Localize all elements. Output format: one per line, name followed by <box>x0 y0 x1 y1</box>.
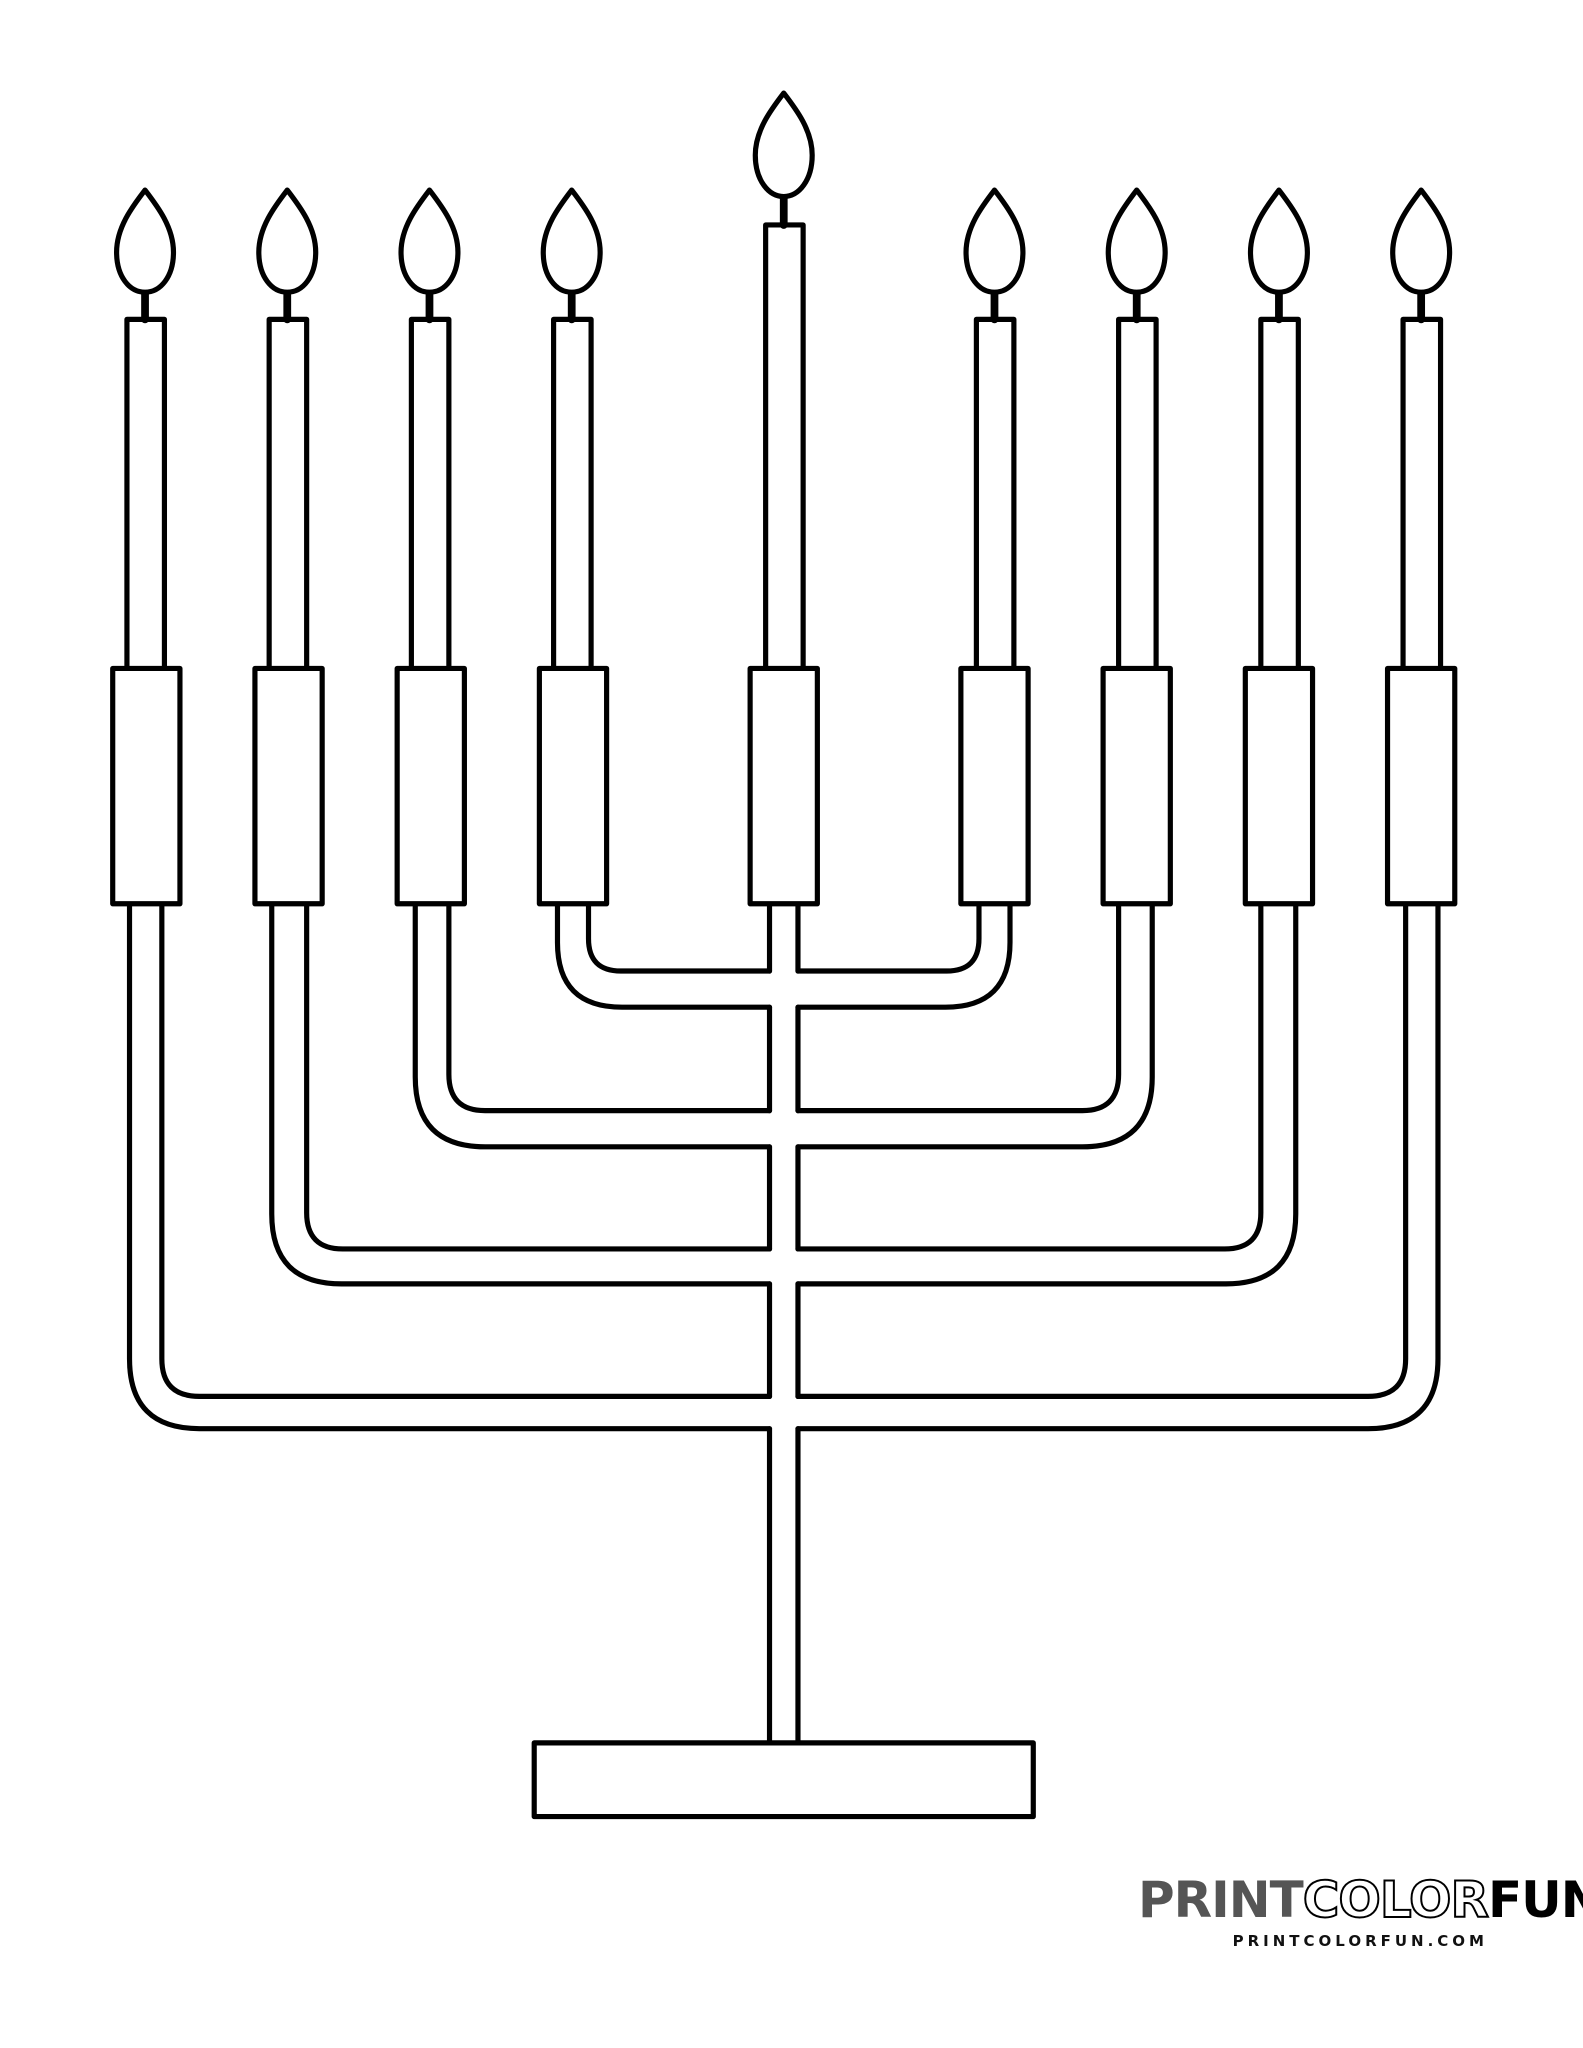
candle-holder-icon <box>1242 665 1316 907</box>
candle-holder-icon <box>394 665 467 907</box>
menorah-arms-right <box>795 902 1441 1432</box>
candle-holder-icon <box>536 665 610 907</box>
candles <box>124 222 1444 672</box>
candle-icon <box>551 316 594 672</box>
flame-icon <box>540 187 603 295</box>
menorah-stem <box>766 902 801 1746</box>
candle-icon <box>266 316 310 672</box>
flame-icon <box>963 187 1026 295</box>
flame-icon <box>1390 187 1453 295</box>
candle-holder-icon <box>958 665 1031 907</box>
menorah-arms-left <box>126 902 773 1432</box>
candle-holder-icon <box>1384 665 1458 907</box>
candle-icon <box>1116 316 1159 672</box>
candle-icon <box>1400 316 1444 672</box>
candle-icon <box>408 316 452 672</box>
flame-icon <box>1105 187 1168 295</box>
candle-icon <box>124 316 168 672</box>
menorah-base <box>531 1740 1036 1820</box>
logo-wordmark: PRINTCOLORFUN! <box>1138 1871 1583 1929</box>
flame-icon <box>256 187 319 295</box>
shamash-flame-icon <box>752 90 815 200</box>
flames <box>114 90 1453 295</box>
logo-color-text: COLOR <box>1302 1871 1490 1929</box>
candle-holder-icon <box>1100 665 1173 907</box>
brand-logo[interactable]: PRINTCOLORFUN! PRINTCOLORFUN.COM <box>1138 1871 1583 1950</box>
candle-holder-icon <box>747 665 820 907</box>
logo-url[interactable]: PRINTCOLORFUN.COM <box>1232 1932 1488 1950</box>
shamash-candle-icon <box>763 222 806 672</box>
candle-icon <box>973 316 1017 672</box>
logo-fun-text: FUN! <box>1488 1871 1583 1929</box>
candle-icon <box>1258 316 1301 672</box>
flame-icon <box>114 187 177 295</box>
candle-holders <box>110 665 1458 907</box>
logo-print-text: PRINT <box>1138 1871 1304 1929</box>
flame-icon <box>398 187 461 295</box>
candle-holder-icon <box>252 665 325 907</box>
candle-holder-icon <box>110 665 183 907</box>
flame-icon <box>1247 187 1310 295</box>
wicks <box>141 192 1426 324</box>
